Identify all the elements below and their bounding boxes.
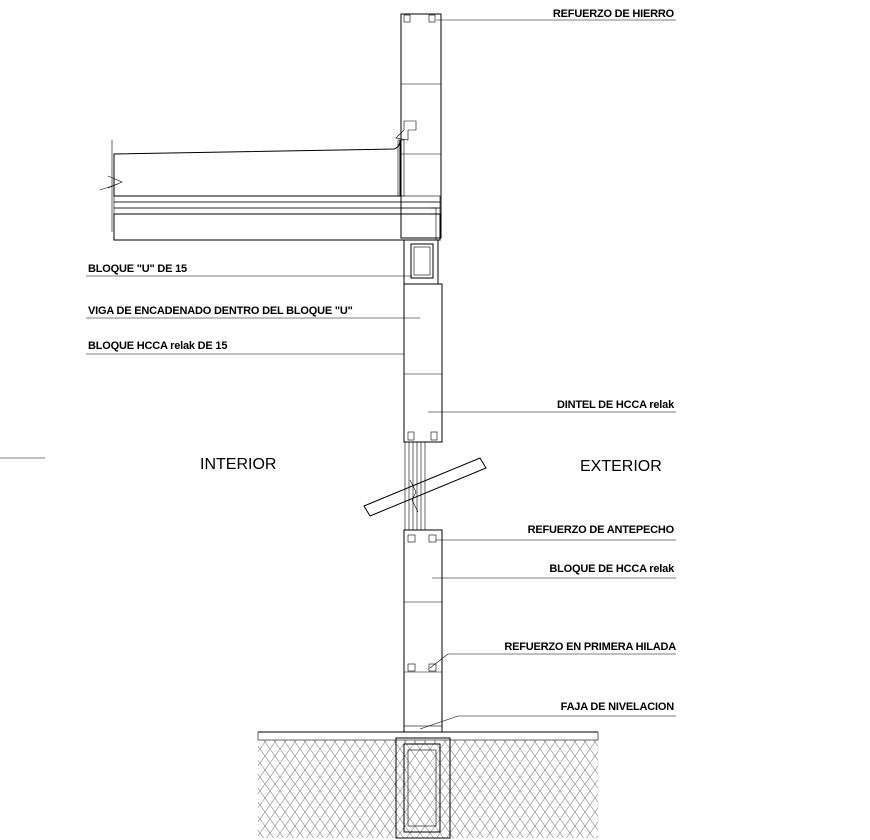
leader-lines	[86, 19, 676, 730]
rebar-icon	[407, 663, 416, 672]
label-bloque-u: BLOQUE "U" DE 15	[88, 263, 187, 275]
label-refuerzo-hierro: REFUERZO DE HIERRO	[553, 8, 675, 20]
upper-wall	[395, 13, 442, 239]
rebar-icon	[428, 663, 437, 672]
lintel-wall	[403, 283, 443, 443]
label-refuerzo-antepecho: REFUERZO DE ANTEPECHO	[528, 524, 675, 536]
zone-interior: INTERIOR	[200, 456, 276, 473]
label-refuerzo-primera: REFUERZO EN PRIMERA HILADA	[504, 641, 676, 653]
label-dintel: DINTEL DE HCCA relak	[557, 399, 675, 411]
u-block	[403, 239, 439, 285]
rebar-icon	[403, 14, 411, 23]
zone-exterior: EXTERIOR	[580, 458, 662, 475]
rebar-icon	[428, 14, 436, 23]
window	[363, 441, 487, 531]
rebar-icon	[407, 431, 415, 441]
label-viga-encadenado: VIGA DE ENCADENADO DENTRO DEL BLOQUE "U"	[88, 305, 353, 317]
rebar-icon	[430, 431, 438, 441]
foundation	[257, 731, 599, 839]
label-bloque-hcca-15: BLOQUE HCCA relak DE 15	[88, 340, 227, 352]
label-faja: FAJA DE NIVELACION	[561, 701, 675, 713]
rebar-icon	[428, 534, 437, 543]
label-bloque-hcca: BLOQUE DE HCCA relak	[549, 563, 675, 575]
rebar-icon	[407, 534, 416, 543]
roof-slab	[99, 139, 441, 241]
lower-wall	[403, 529, 443, 733]
